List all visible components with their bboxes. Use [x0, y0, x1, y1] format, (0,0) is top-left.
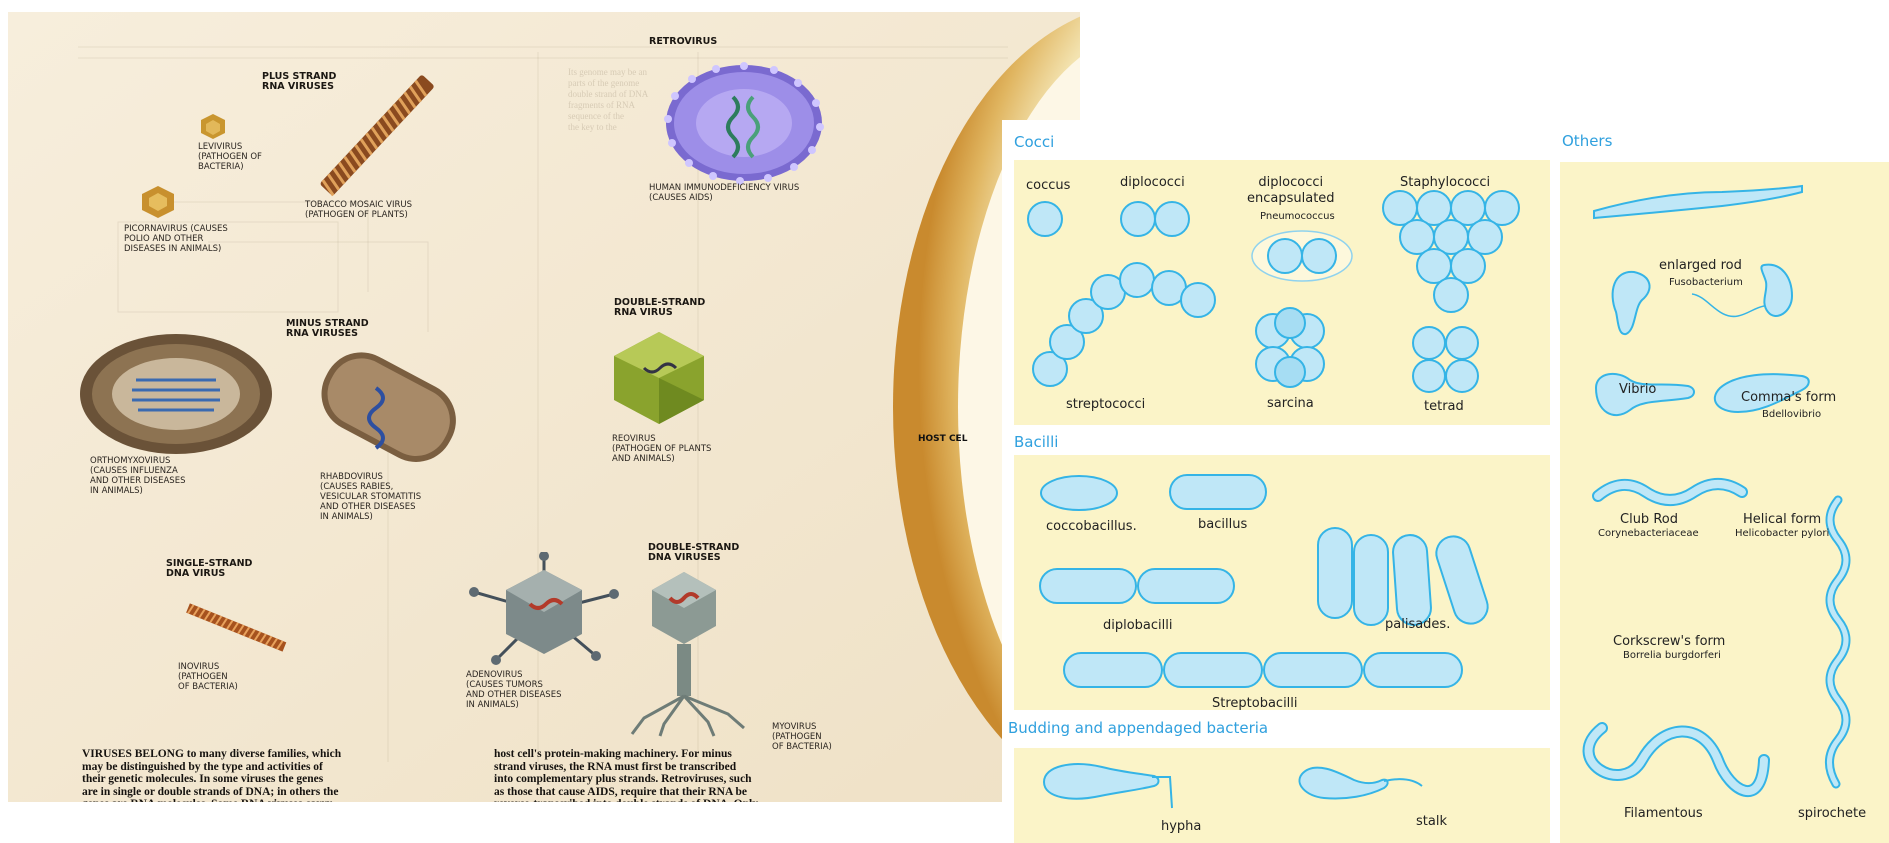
label-bdellovibrio: Bdellovibrio [1762, 409, 1821, 420]
inovirus-illustration [182, 598, 292, 658]
label-bacillus: bacillus [1198, 517, 1247, 532]
label-borrelia: Borrelia burgdorferi [1623, 650, 1721, 661]
label-stalk: stalk [1416, 814, 1447, 829]
label-staphylococci: Staphylococci [1400, 175, 1490, 190]
label-helicobacter: Helicobacter pylori [1735, 528, 1829, 539]
levivirus-caption: LEVIVIRUS (PATHOGEN OF BACTERIA) [198, 142, 262, 172]
label-vibrio: Vibrio [1619, 382, 1656, 397]
body-paragraph-left: VIRUSES BELONG to many diverse families,… [82, 748, 341, 802]
label-corkscrews-form: Corkscrew's form [1613, 634, 1725, 649]
diplococci-shape-b [1155, 202, 1189, 236]
label-filamentous: Filamentous [1624, 806, 1703, 821]
reovirus-illustration [604, 328, 714, 428]
label-hypha: hypha [1161, 819, 1201, 834]
coccus-shape [1028, 202, 1062, 236]
label-diplococci: diplococci [1120, 175, 1185, 190]
double-strand-rna-label: DOUBLE-STRAND RNA VIRUS [614, 298, 705, 318]
myovirus-illustration [604, 568, 774, 738]
picornavirus-caption: PICORNAVIRUS (CAUSES POLIO AND OTHER DIS… [124, 224, 228, 254]
label-fusobacterium: Fusobacterium [1669, 277, 1743, 288]
double-strand-dna-label: DOUBLE-STRAND DNA VIRUSES [648, 543, 739, 563]
host-cell-label: HOST CEL [918, 434, 967, 444]
tobacco-mosaic-virus-illustration [316, 74, 456, 202]
virus-families-page: Its genome may be an parts of the genome… [8, 12, 1080, 802]
label-coccus: coccus [1026, 178, 1070, 193]
hypha-bud-shape [1044, 764, 1159, 799]
encapsulated-coccus-a [1268, 239, 1302, 273]
myovirus-caption: MYOVIRUS (PATHOGEN OF BACTERIA) [772, 722, 832, 752]
inovirus-caption: INOVIRUS (PATHOGEN OF BACTERIA) [178, 662, 238, 692]
tobacco-mosaic-caption: TOBACCO MOSAIC VIRUS (PATHOGEN OF PLANTS… [305, 200, 412, 220]
coccobacillus-shape [1041, 476, 1117, 510]
vibrio-shape [1613, 272, 1650, 334]
filamentous-shape [1589, 728, 1764, 791]
comma-shape [1761, 265, 1792, 316]
rhabdovirus-caption: RHABDOVIRUS (CAUSES RABIES, VESICULAR ST… [320, 472, 421, 522]
orthomyxovirus-illustration [76, 330, 276, 460]
orthomyxovirus-caption: ORTHOMYXOVIRUS (CAUSES INFLUENZA AND OTH… [90, 456, 185, 496]
label-palisades: palisades. [1385, 617, 1450, 632]
label-commas-form: Comma's form [1741, 390, 1836, 405]
retrovirus-label: RETROVIRUS [649, 37, 717, 47]
label-enlarged-rod: enlarged rod [1659, 258, 1742, 273]
label-corynebacteriaceae: Corynebacteriaceae [1598, 528, 1699, 539]
retrovirus-illustration [658, 57, 828, 187]
label-helical-form: Helical form [1743, 512, 1821, 527]
stalk-bud-shape [1299, 768, 1387, 799]
adenovirus-illustration [464, 552, 624, 672]
encapsulated-coccus-b [1302, 239, 1336, 273]
label-diplococci-encapsulated: diplococci encapsulated [1247, 175, 1335, 207]
label-streptobacilli: Streptobacilli [1212, 696, 1298, 711]
single-strand-dna-label: SINGLE-STRAND DNA VIRUS [166, 559, 252, 579]
minus-strand-label: MINUS STRAND RNA VIRUSES [286, 319, 369, 339]
label-streptococci: streptococci [1066, 397, 1145, 412]
adenovirus-caption: ADENOVIRUS (CAUSES TUMORS AND OTHER DISE… [466, 670, 561, 710]
rhabdovirus-illustration [314, 350, 474, 470]
bacteria-shapes [1002, 120, 1889, 843]
label-spirochete: spirochete [1798, 806, 1866, 821]
faint-column-text: Its genome may be an parts of the genome… [568, 67, 648, 133]
enlarged-rod-shape [1594, 186, 1802, 218]
label-pneumococcus: Pneumococcus [1260, 211, 1335, 222]
label-coccobacillus: coccobacillus. [1046, 519, 1137, 534]
diplococci-shape-a [1121, 202, 1155, 236]
levivirus-illustration [198, 112, 228, 140]
label-diplobacilli: diplobacilli [1103, 618, 1173, 633]
hiv-caption: HUMAN IMMUNODEFICIENCY VIRUS (CAUSES AID… [649, 183, 799, 203]
bacteria-morphology-panel: Cocci Bacilli Budding and appendaged bac… [1002, 120, 1889, 843]
label-sarcina: sarcina [1267, 396, 1314, 411]
reovirus-caption: REOVIRUS (PATHOGEN OF PLANTS AND ANIMALS… [612, 434, 711, 464]
picornavirus-illustration [138, 184, 178, 220]
label-club-rod: Club Rod [1620, 512, 1678, 527]
label-tetrad: tetrad [1424, 399, 1464, 414]
bacillus-shape [1170, 475, 1266, 509]
body-paragraph-right: host cell's protein-making machinery. Fo… [494, 748, 758, 802]
